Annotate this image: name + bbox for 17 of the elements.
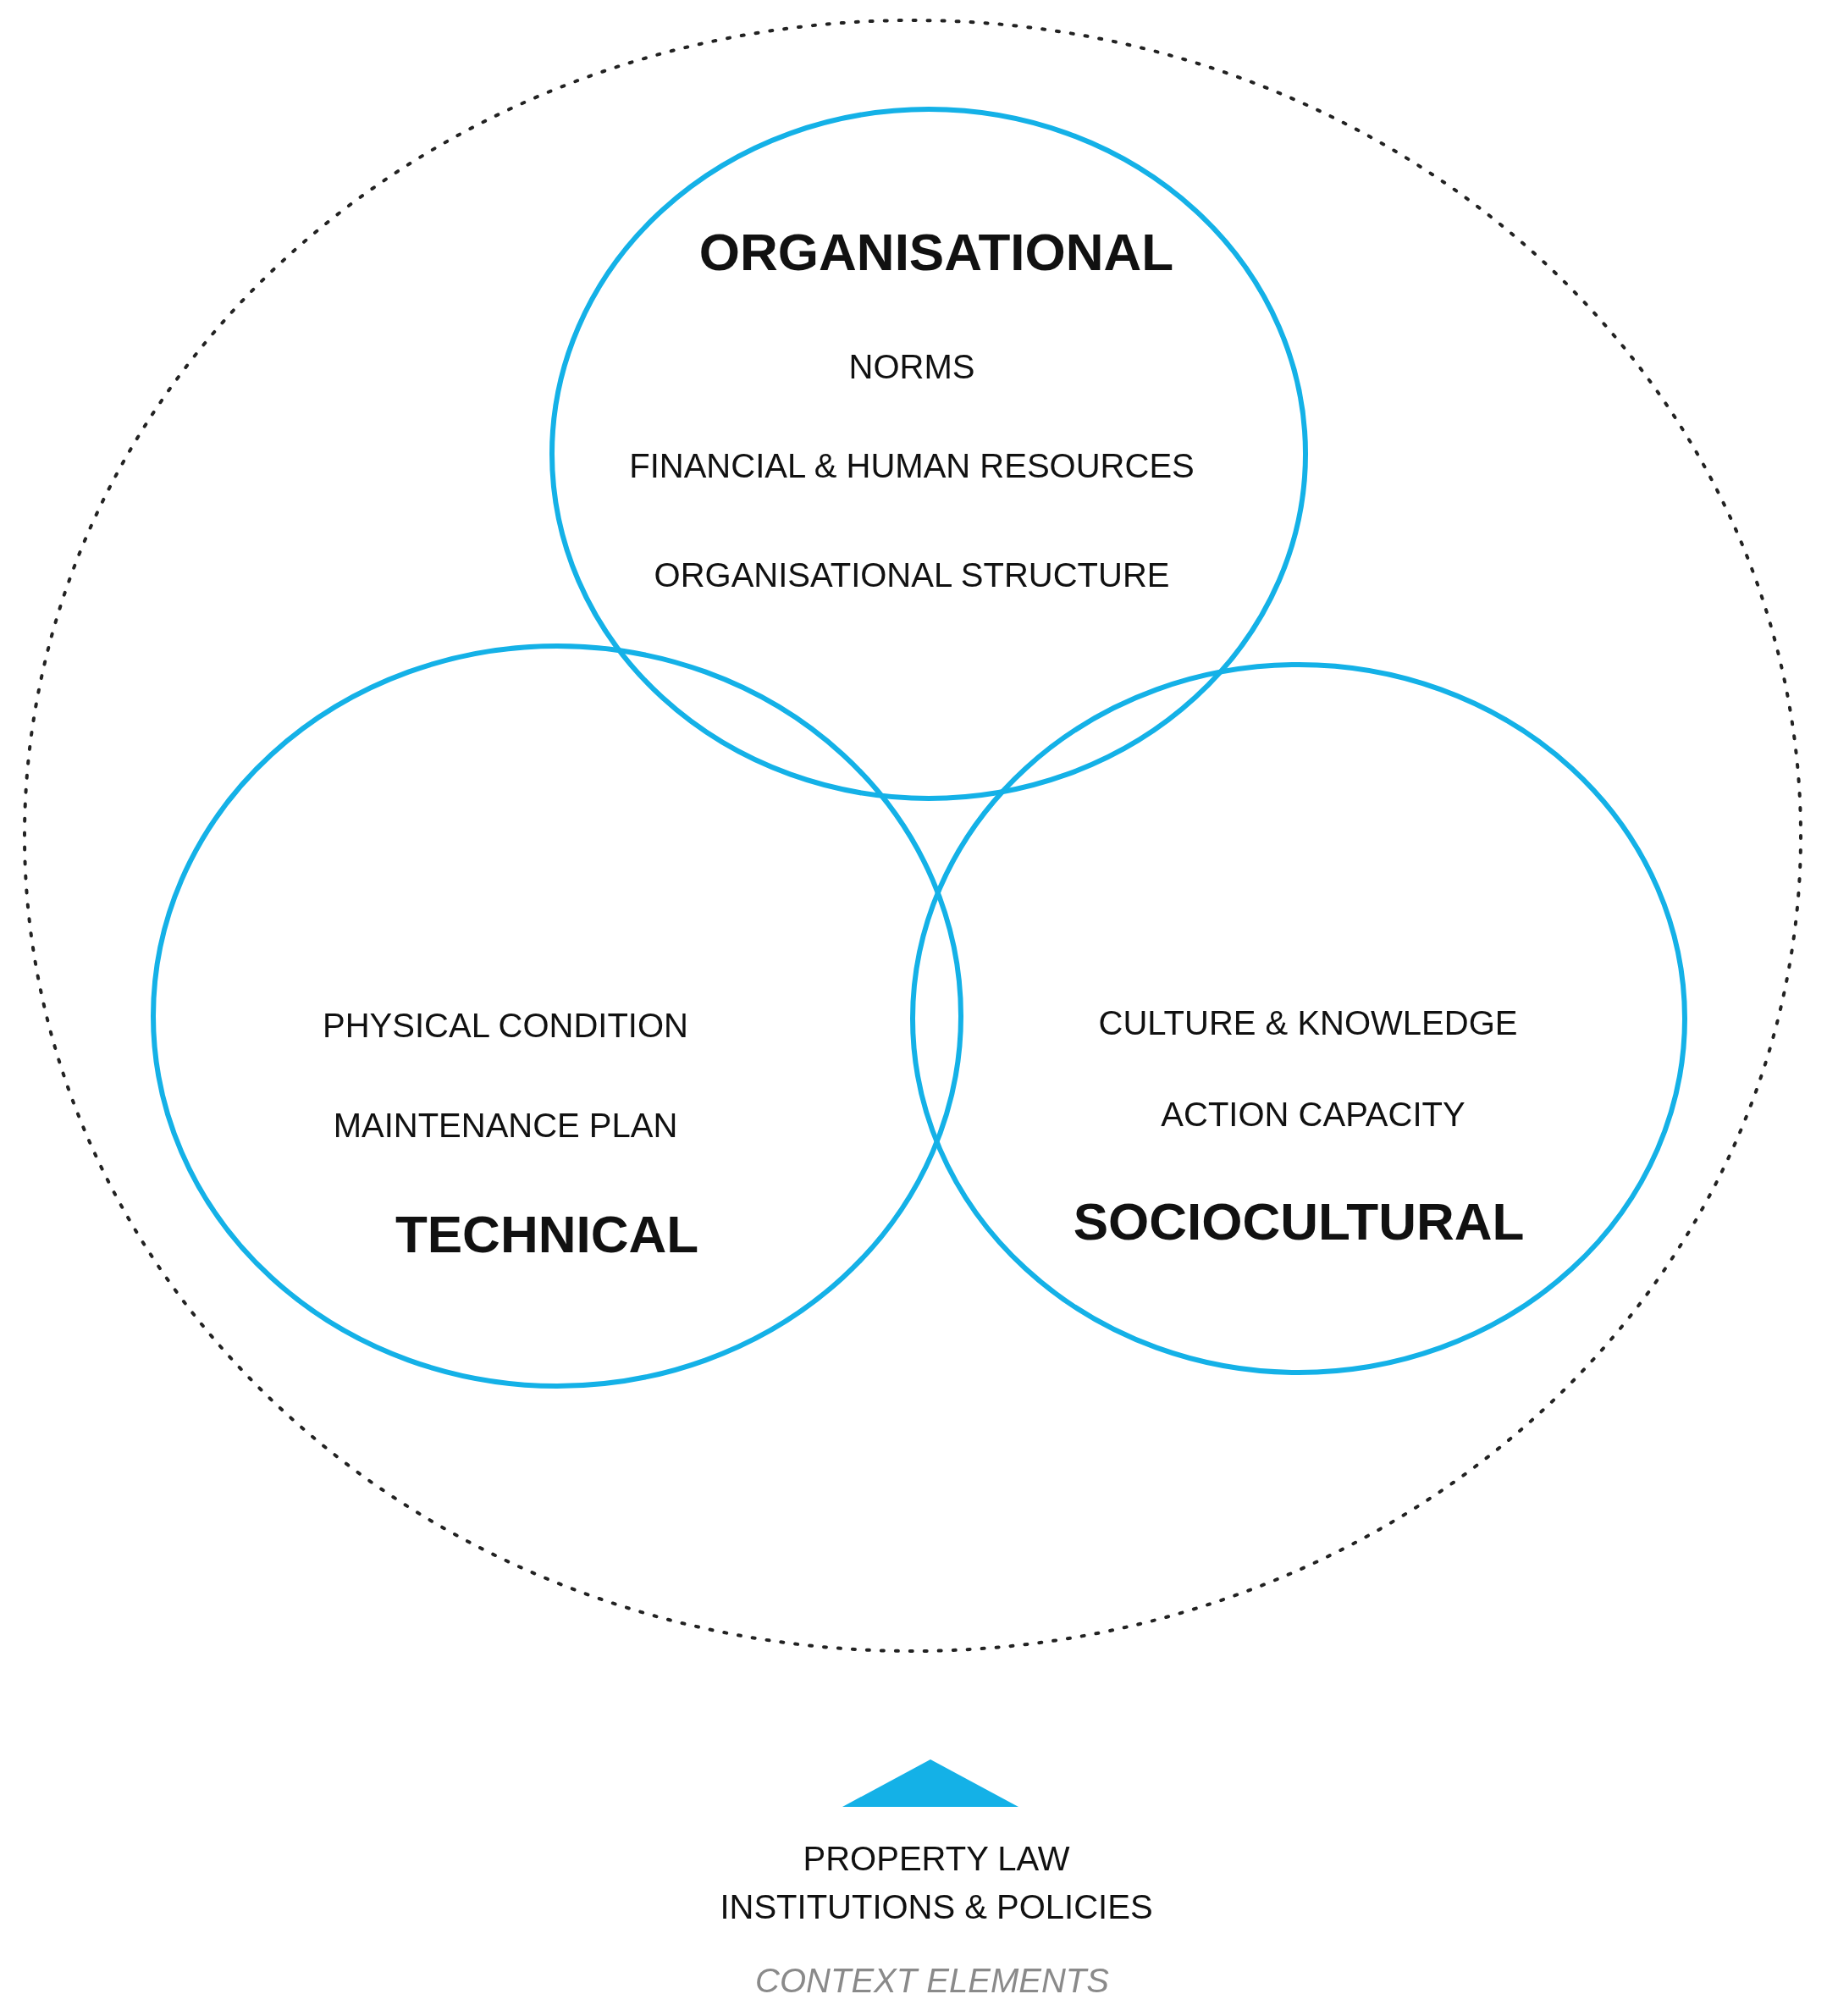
category-heading: TECHNICAL [395,1205,699,1264]
caption-text: CONTEXT ELEMENTS [755,1962,1109,1999]
factor-label: MAINTENANCE PLAN [333,1107,678,1144]
factor-label: NORMS [848,348,975,385]
dotted-ellipse [23,19,1802,1653]
venn-circle [910,662,1687,1375]
venn-circle [549,107,1308,801]
context-label: PROPERTY LAW [803,1840,1070,1877]
venn-circle [151,643,963,1389]
context-label: INSTITUTIONS & POLICIES [720,1888,1153,1925]
category-heading: SOCIOCULTURAL [1073,1192,1525,1251]
factor-label: CULTURE & KNOWLEDGE [1098,1004,1518,1041]
factor-label: PHYSICAL CONDITION [323,1007,688,1044]
factor-label: ACTION CAPACITY [1161,1096,1465,1133]
factor-label: ORGANISATIONAL STRUCTURE [654,556,1170,594]
factor-label: FINANCIAL & HUMAN RESOURCES [629,447,1195,484]
category-heading: ORGANISATIONAL [698,223,1174,282]
